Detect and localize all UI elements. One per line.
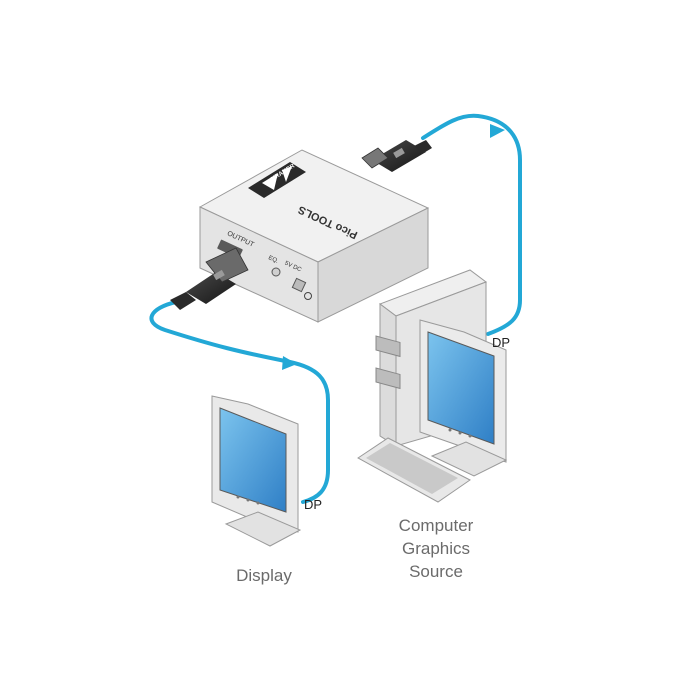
dp-label-source: DP <box>492 335 511 350</box>
display-base <box>224 511 302 547</box>
arrow-to-display <box>282 356 297 370</box>
source-caption-line2: Graphics <box>401 539 471 558</box>
eq-knob <box>271 267 281 277</box>
power-icon <box>304 292 312 300</box>
pico-tools-device <box>198 149 430 323</box>
pc-base <box>430 441 508 477</box>
device-side <box>317 207 429 323</box>
drive-bay-2 <box>375 367 401 390</box>
dp-plug-device-side <box>170 247 249 310</box>
arrow-from-source <box>490 124 505 138</box>
keyboard <box>357 437 471 503</box>
power-jack <box>291 277 307 293</box>
dp-label-display: DP <box>304 497 323 512</box>
source-caption-line3: Source <box>409 562 463 581</box>
dp-plug-source-side <box>361 140 432 172</box>
display-caption: Display <box>236 566 292 585</box>
dp-cable-to-source <box>421 113 522 336</box>
kramer-logo <box>248 162 306 198</box>
source-caption-line1: Computer <box>398 516 474 535</box>
source-caption: Computer Graphics Source <box>380 514 492 583</box>
display-monitor <box>211 395 302 547</box>
display-screen <box>219 407 287 513</box>
pc-screen <box>427 331 495 445</box>
drive-bay-1 <box>375 335 401 358</box>
computer-monitor <box>419 319 508 477</box>
